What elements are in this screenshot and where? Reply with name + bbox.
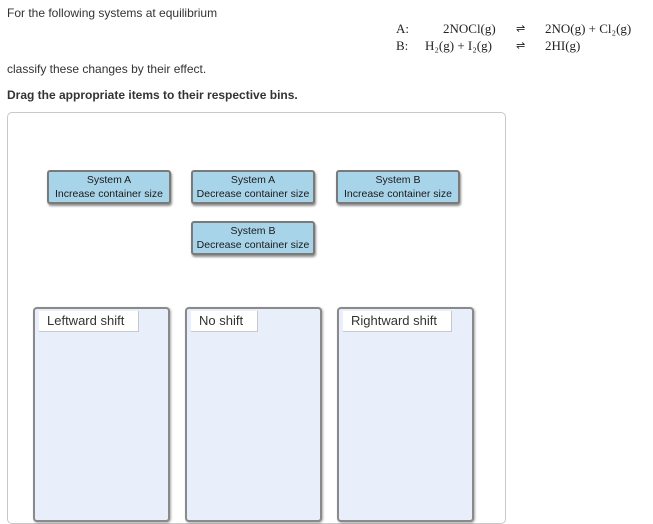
- item-system-a-increase[interactable]: System A Increase container size: [47, 170, 171, 204]
- intro-text: For the following systems at equilibrium: [7, 6, 218, 20]
- bin-rightward-shift[interactable]: Rightward shift: [337, 307, 474, 522]
- bin-label: Leftward shift: [39, 311, 140, 332]
- classify-text: classify these changes by their effect.: [7, 62, 207, 76]
- item-detail: Decrease container size: [196, 187, 310, 200]
- equation-a-arrow: ⇌: [516, 22, 526, 35]
- item-system-b-increase[interactable]: System B Increase container size: [336, 170, 460, 204]
- bin-label: No shift: [191, 311, 259, 332]
- item-system-b-decrease[interactable]: System B Decrease container size: [191, 221, 315, 255]
- item-system-a-decrease[interactable]: System A Decrease container size: [191, 170, 315, 204]
- bin-label: Rightward shift: [343, 311, 452, 332]
- bin-no-shift[interactable]: No shift: [185, 307, 322, 522]
- bin-leftward-shift[interactable]: Leftward shift: [33, 307, 170, 522]
- equation-b-products: 2HI(g): [545, 38, 581, 53]
- equation-b-reactants: H₂(g) + I₂(g): [425, 38, 492, 53]
- equation-b-arrow: ⇌: [516, 39, 526, 52]
- equation-b-label: B:: [396, 38, 409, 53]
- item-title: System A: [86, 174, 132, 186]
- item-title: System B: [375, 174, 421, 186]
- item-detail: Increase container size: [344, 187, 452, 200]
- equation-a-reactants: 2NOCl(g): [443, 21, 496, 36]
- equation-a-products: 2NO(g) + Cl₂(g): [545, 21, 632, 36]
- equation-a-label: A:: [396, 21, 409, 36]
- item-title: System A: [230, 174, 276, 186]
- item-detail: Decrease container size: [196, 238, 310, 251]
- instruction-text: Drag the appropriate items to their resp…: [7, 88, 298, 102]
- item-detail: Increase container size: [55, 187, 163, 200]
- item-title: System B: [230, 225, 276, 237]
